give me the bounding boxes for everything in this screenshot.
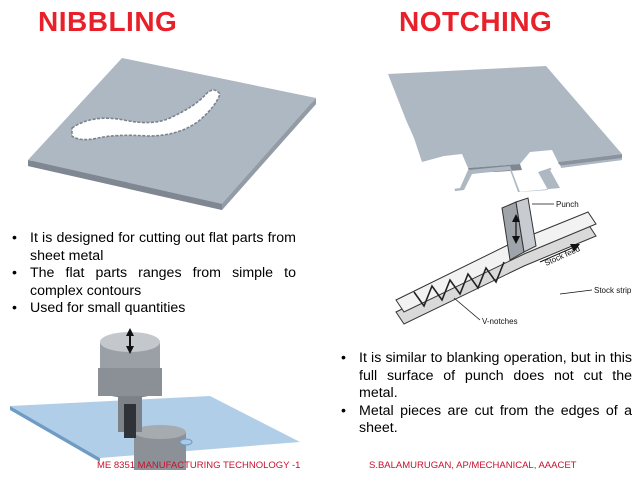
v-notches-label: V-notches bbox=[482, 317, 518, 326]
nibbling-bullet: The flat parts ranges from simple to com… bbox=[8, 265, 296, 300]
nibbling-bullet: It is designed for cutting out flat part… bbox=[8, 230, 296, 265]
nibbling-machine-illustration bbox=[10, 328, 300, 470]
notching-bullet: Metal pieces are cut from the edges of a… bbox=[337, 403, 632, 438]
notching-bullet-list: It is similar to blanking operation, but… bbox=[337, 350, 632, 438]
nibbling-sheet-illustration bbox=[28, 58, 316, 210]
nibbling-bullet-list: It is designed for cutting out flat part… bbox=[8, 230, 296, 318]
punch-label: Punch bbox=[556, 200, 579, 209]
footer-author: S.BALAMURUGAN, AP/MECHANICAL, AAACET bbox=[369, 460, 577, 471]
notching-title: NOTCHING bbox=[399, 6, 553, 37]
nibbling-bullet: Used for small quantities bbox=[8, 300, 296, 318]
footer-course: ME 8351 MANUFACTURING TECHNOLOGY -1 bbox=[97, 460, 301, 471]
v-notch-diagram: Punch Stock feed Stock strip V-notches bbox=[395, 197, 632, 326]
notching-sheet-illustration bbox=[388, 66, 622, 196]
notching-bullet: It is similar to blanking operation, but… bbox=[337, 350, 632, 403]
nibbling-title: NIBBLING bbox=[38, 6, 178, 37]
stock-strip-label: Stock strip bbox=[594, 286, 632, 295]
